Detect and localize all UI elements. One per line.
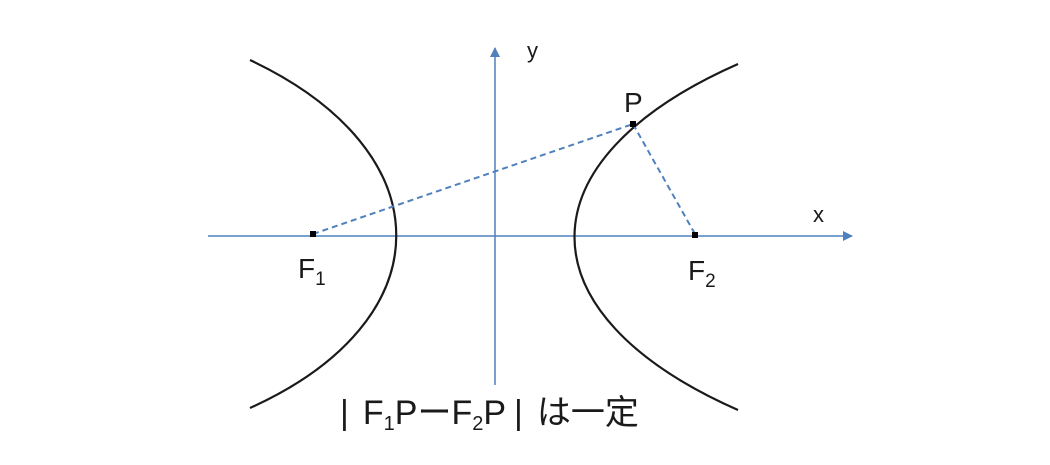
hyperbola-right-branch (573, 62, 739, 412)
point-f2-marker (692, 232, 698, 238)
point-f1-marker (310, 231, 316, 237)
segment-f1-p (312, 123, 634, 235)
point-f2-label: F2 (688, 255, 716, 292)
segment-p-f2 (632, 123, 696, 235)
point-f1-label: F1 (298, 253, 326, 290)
point-p-label: P (624, 87, 643, 118)
caption-formula: |F1PーF2P|は一定 (340, 394, 639, 435)
hyperbola-left-branch (249, 59, 398, 410)
point-p-marker (630, 121, 636, 127)
x-axis-label: x (813, 202, 824, 227)
y-axis-label: y (527, 38, 538, 63)
